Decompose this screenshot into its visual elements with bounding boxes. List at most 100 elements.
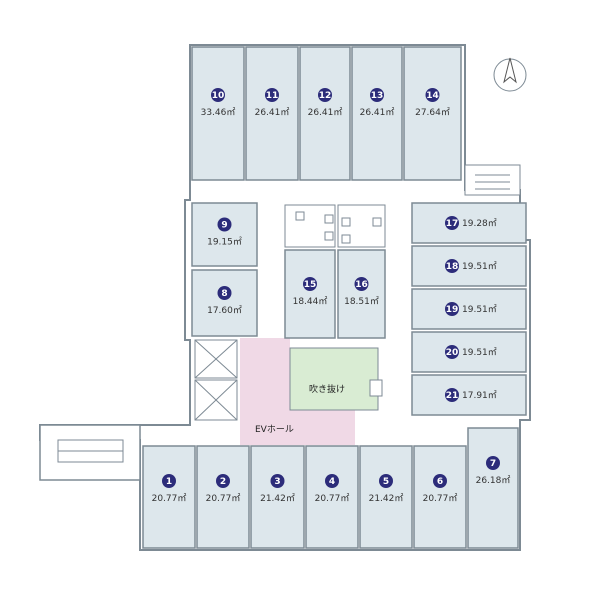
room-9-area: 19.15㎡ — [207, 237, 242, 248]
room-12-badge — [318, 88, 332, 102]
room-14-area: 27.64㎡ — [415, 107, 450, 118]
room-20-badge — [445, 345, 459, 359]
room-3-shape[interactable] — [250, 445, 305, 549]
room-18-number: 18 — [446, 262, 459, 272]
room-21-number: 21 — [446, 391, 459, 401]
room-8-shape[interactable] — [191, 269, 258, 337]
room-6-badge — [433, 474, 447, 488]
room-6[interactable]: 620.77㎡ — [413, 445, 467, 549]
left-stair — [39, 424, 141, 481]
room-17-number: 17 — [446, 219, 459, 229]
room-7-number: 7 — [490, 459, 496, 469]
room-3-number: 3 — [274, 477, 280, 487]
room-10-area: 33.46㎡ — [201, 107, 236, 118]
room-7-area: 26.18㎡ — [476, 475, 511, 486]
room-20-shape[interactable] — [411, 331, 527, 373]
room-19-shape[interactable] — [411, 288, 527, 330]
room-2-number: 2 — [220, 477, 226, 487]
room-4-shape[interactable] — [305, 445, 359, 549]
room-14-badge — [425, 88, 440, 102]
room-16-badge — [354, 277, 369, 291]
room-2-shape[interactable] — [196, 445, 250, 549]
room-21-badge — [445, 388, 459, 402]
room-5-badge — [379, 474, 393, 488]
room-1-shape[interactable] — [142, 445, 196, 549]
room-21-shape[interactable] — [411, 374, 527, 416]
room-3[interactable]: 3 21.42㎡ — [250, 445, 305, 549]
room-2-area: 20.77㎡ — [206, 493, 241, 504]
room-1-badge — [162, 474, 176, 488]
room-16-shape[interactable] — [337, 249, 386, 339]
room-11-number: 11 — [266, 91, 279, 101]
atrium-area — [289, 347, 379, 411]
room-15-area: 18.44㎡ — [293, 296, 328, 307]
room-3-area: 21.42㎡ — [260, 493, 295, 504]
room-17-badge — [445, 216, 459, 230]
ev-hall-area — [240, 338, 355, 445]
room-7[interactable]: 7 26.18㎡ — [467, 427, 519, 549]
room-12-shape[interactable] — [299, 46, 351, 181]
room-5-shape[interactable] — [359, 445, 413, 549]
room-1[interactable]: 120.77㎡ — [142, 445, 196, 549]
room-19-badge — [445, 302, 459, 316]
room-5[interactable]: 521.42㎡ — [359, 445, 413, 549]
room-10-shape[interactable] — [191, 46, 245, 181]
room-8[interactable]: 8 17.60㎡ — [191, 269, 258, 337]
ev-hall-label: EVホール — [255, 424, 294, 435]
room-18-badge — [445, 259, 459, 273]
room-6-area: 20.77㎡ — [423, 493, 458, 504]
room-17-shape[interactable] — [411, 202, 527, 244]
room-3-badge — [270, 474, 285, 488]
room-13-badge — [370, 88, 384, 102]
room-8-number: 8 — [221, 289, 227, 299]
room-19-area: 19.51㎡ — [462, 304, 497, 315]
room-9[interactable]: 9 19.15㎡ — [191, 202, 258, 267]
restrooms — [284, 204, 386, 397]
room-12-number: 12 — [319, 91, 332, 101]
room-18-area: 19.51㎡ — [462, 261, 497, 272]
room-7-shape[interactable] — [467, 427, 519, 549]
room-13-shape[interactable] — [351, 46, 403, 181]
room-4-area: 20.77㎡ — [315, 493, 350, 504]
room-2-badge — [216, 474, 230, 488]
room-7-badge — [486, 456, 500, 470]
room-4-number: 4 — [329, 477, 335, 487]
room-9-number: 9 — [221, 221, 227, 231]
room-17-area: 19.28㎡ — [462, 218, 497, 229]
room-15-badge — [303, 277, 317, 291]
elevator-shafts — [194, 339, 238, 421]
room-10[interactable]: 10 33.46㎡ — [191, 46, 245, 181]
room-9-shape[interactable] — [191, 202, 258, 267]
room-4-badge — [325, 474, 339, 488]
room-1-number: 1 — [166, 477, 172, 487]
room-15-shape[interactable] — [284, 249, 336, 339]
room-19-number: 19 — [446, 305, 459, 315]
room-12-area: 26.41㎡ — [308, 107, 343, 118]
room-2[interactable]: 2 20.77㎡ — [196, 445, 250, 549]
room-8-area: 17.60㎡ — [207, 305, 242, 316]
room-20-number: 20 — [446, 348, 459, 358]
room-18-shape[interactable] — [411, 245, 527, 287]
room-5-number: 5 — [383, 477, 389, 487]
room-16-number: 16 — [355, 280, 368, 290]
corridors — [240, 180, 410, 420]
room-4[interactable]: 4 20.77㎡ — [305, 445, 359, 549]
room-11-shape[interactable] — [245, 46, 299, 181]
room-6-shape[interactable] — [413, 445, 467, 549]
room-12[interactable]: 12 26.41㎡ — [299, 46, 351, 181]
room-10-number: 10 — [212, 91, 225, 101]
room-13-area: 26.41㎡ — [360, 107, 395, 118]
room-9-badge — [217, 217, 232, 232]
room-14-shape[interactable] — [403, 46, 462, 181]
